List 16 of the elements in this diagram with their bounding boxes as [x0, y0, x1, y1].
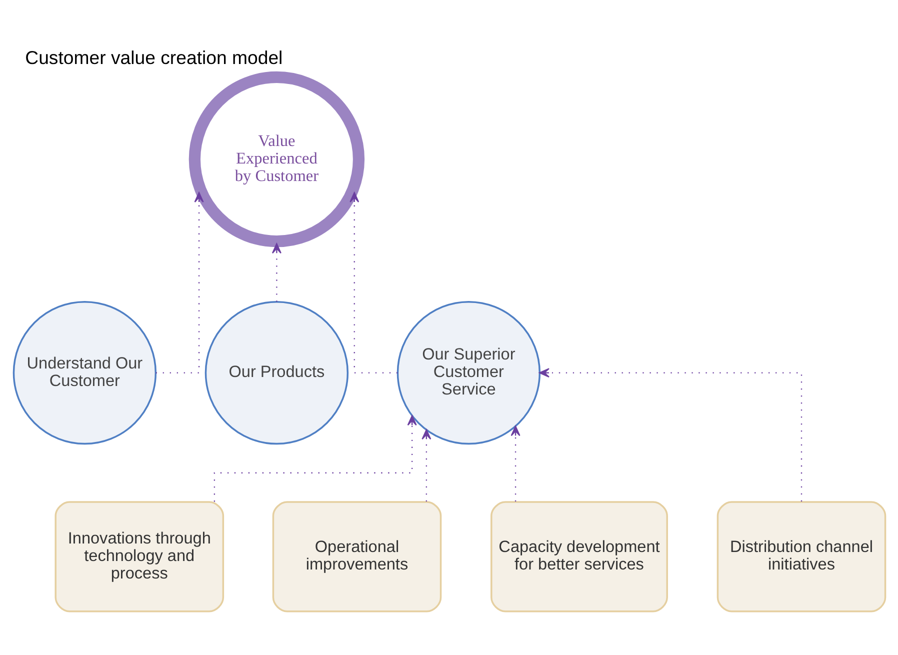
arrow [538, 368, 802, 501]
arrow [155, 192, 204, 373]
node-box: Capacity development for better services [490, 500, 668, 612]
arrow [271, 242, 281, 302]
node-circle: Our Products [204, 300, 348, 444]
arrow [510, 425, 520, 501]
diagram-title: Customer value creation model [24, 46, 282, 68]
node-box: Innovations through technology and process [54, 500, 224, 612]
node-circle: Value Experienced by Customer [188, 70, 364, 247]
node-circle: Understand Our Customer [12, 300, 156, 444]
node-box: Distribution channel initiatives [716, 500, 886, 612]
node-box: Operational improvements [272, 500, 442, 612]
arrow [421, 428, 431, 501]
node-circle: Our Superior Customer Service [396, 300, 540, 444]
arrow [349, 192, 398, 373]
arrow [213, 414, 416, 502]
